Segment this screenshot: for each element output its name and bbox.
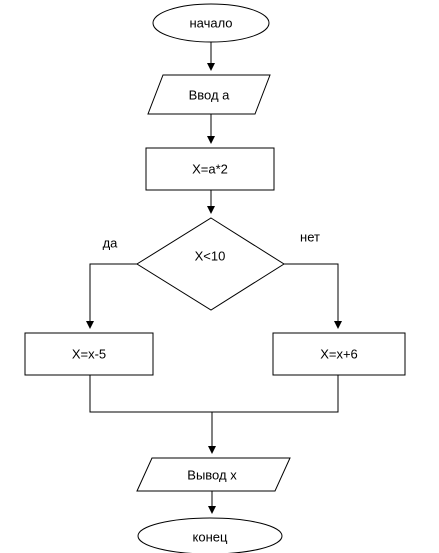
yes-label: да [103,236,119,251]
arrow-condition-to-no [284,263,342,329]
end-node: конец [137,517,283,553]
no-branch-label: X=x+6 [320,347,358,362]
condition-label: X<10 [195,249,226,264]
input-label: Ввод а [189,88,231,103]
no-label: нет [300,230,320,245]
start-label: начало [189,16,232,31]
start-node: начало [152,3,270,43]
condition-node: X<10 [136,217,285,311]
end-label: конец [193,530,228,545]
assign-label: X=a*2 [192,162,228,177]
assign-node: X=a*2 [145,147,275,191]
merge-line [89,375,339,413]
yes-branch-node: X=x-5 [24,332,154,376]
output-label: Вывод х [187,468,237,483]
input-node: Ввод а [147,74,271,115]
yes-branch-label: X=x-5 [72,347,106,362]
no-branch-node: X=x+6 [272,332,406,376]
output-node: Вывод х [136,457,291,492]
arrow-condition-to-yes [86,263,137,329]
